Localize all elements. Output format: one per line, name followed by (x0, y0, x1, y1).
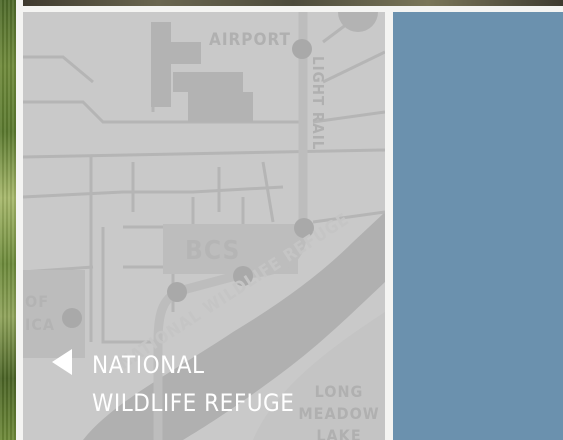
map-label-lake: LAKE (316, 426, 362, 440)
station-airport (292, 39, 312, 59)
compass-icon (338, 12, 378, 32)
callout-line-2: WILDLIFE REFUGE (92, 389, 295, 417)
map-label-long: LONG (314, 382, 364, 401)
lake-area (253, 312, 385, 440)
station-bcs-west (167, 282, 187, 302)
map-label-airport: AIRPORT (209, 30, 291, 50)
airport-building (171, 42, 201, 64)
road (322, 50, 385, 84)
road (23, 55, 94, 84)
map-label-of: OF (25, 292, 50, 311)
airport-building (151, 22, 171, 107)
callout-line-1: NATIONAL (92, 351, 205, 379)
station-bcs-north (294, 218, 314, 238)
info-panel (393, 12, 563, 440)
road (101, 227, 163, 344)
station-bcs (233, 266, 253, 286)
callout-national-wildlife-refuge[interactable]: NATIONAL WILDLIFE REFUGE (52, 346, 294, 422)
road (23, 185, 284, 199)
road (261, 161, 275, 223)
map-graphic (23, 12, 385, 440)
road (312, 210, 385, 224)
road (312, 110, 385, 124)
callout-text: NATIONAL WILDLIFE REFUGE (92, 346, 294, 422)
road (23, 148, 385, 159)
map-label-ica: ICA (25, 315, 56, 334)
airport-building (188, 92, 253, 122)
map-panel[interactable]: AIRPORT LIGHT RAIL BCS OF ICA NATIONAL W… (23, 12, 385, 440)
map-label-light-rail: LIGHT RAIL (309, 56, 327, 151)
airport-building (173, 72, 243, 92)
photo-strip-top (23, 0, 563, 6)
arrow-left-icon (52, 349, 72, 375)
map-label-bcs: BCS (185, 236, 241, 266)
station-left (62, 308, 82, 328)
photo-strip-left (0, 0, 16, 440)
map-label-meadow: MEADOW (298, 404, 380, 423)
